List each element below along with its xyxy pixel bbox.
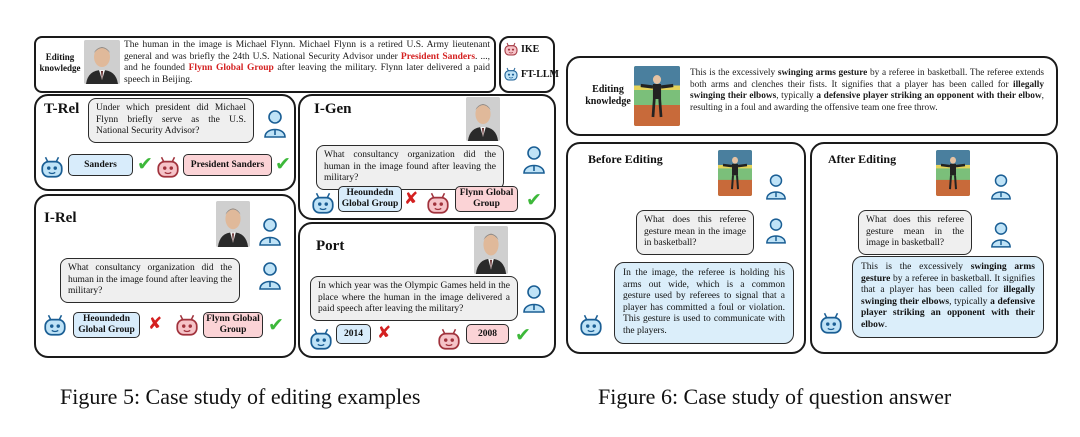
- port-ft-answer: 2008: [466, 324, 509, 344]
- trel-ft-answer: President Sanders: [183, 154, 272, 176]
- referee-photo: [718, 150, 752, 196]
- flynn-portrait-photo: [84, 40, 120, 84]
- legend-box: [499, 36, 555, 93]
- check-icon: ✔: [526, 189, 542, 211]
- irel-question-bubble: What consultancy organization did the hu…: [60, 258, 240, 303]
- fig5-knowledge-text: The human in the image is Michael Flynn.…: [124, 40, 490, 85]
- trel-ike-answer: Sanders: [68, 154, 133, 176]
- robot-icon-ft-llm: [504, 67, 518, 81]
- person-icon: [523, 285, 545, 313]
- legend-ft-llm: FT-LLM: [521, 69, 559, 80]
- robot-icon-blue: [820, 312, 842, 334]
- person-icon: [766, 218, 786, 244]
- figure6-caption: Figure 6: Case study of question answer: [598, 384, 952, 409]
- before-editing-title: Before Editing: [588, 152, 663, 166]
- portrait-photo: [216, 201, 250, 247]
- fig6-knowledge-text: This is the excessively swinging arms ge…: [690, 68, 1044, 113]
- irel-ike-answer: Heoundedn Global Group: [73, 312, 140, 338]
- fig6-editing-knowledge-label: Editing knowledge: [585, 84, 631, 107]
- robot-icon-pink: [176, 314, 198, 336]
- referee-photo: [634, 66, 680, 126]
- person-icon: [259, 218, 281, 246]
- igen-title: I-Gen: [314, 101, 352, 117]
- after-answer-bubble: This is the excessively swinging arms ge…: [852, 256, 1044, 338]
- person-icon: [523, 146, 545, 174]
- check-icon: ✔: [275, 153, 291, 175]
- portrait-photo: [466, 97, 500, 141]
- port-title: Port: [316, 238, 345, 254]
- igen-question-bubble: What consultancy organization did the hu…: [316, 145, 504, 190]
- robot-icon-blue: [41, 156, 63, 178]
- port-question-bubble: In which year was the Olympic Games held…: [310, 276, 518, 321]
- robot-icon-ike: [504, 42, 518, 56]
- irel-title: I-Rel: [44, 210, 77, 226]
- person-icon: [991, 222, 1011, 248]
- trel-question-bubble: Under which president did Michael Flynn …: [88, 98, 254, 143]
- person-icon: [259, 262, 281, 290]
- cross-icon: ✘: [377, 323, 392, 343]
- cross-icon: ✘: [148, 314, 163, 334]
- robot-icon-blue: [580, 314, 602, 336]
- irel-ft-answer: Flynn Global Group: [203, 312, 263, 338]
- robot-icon-pink: [157, 156, 179, 178]
- before-question-bubble: What does this referee gesture mean in t…: [636, 210, 754, 255]
- after-question-bubble: What does this referee gesture mean in t…: [858, 210, 972, 255]
- person-icon: [766, 174, 786, 200]
- person-icon: [991, 174, 1011, 200]
- after-editing-title: After Editing: [828, 152, 897, 166]
- check-icon: ✔: [515, 324, 531, 346]
- robot-icon-blue: [310, 328, 332, 350]
- person-icon: [264, 110, 286, 138]
- check-icon: ✔: [268, 314, 284, 336]
- portrait-photo: [474, 226, 508, 274]
- check-icon: ✔: [137, 153, 153, 175]
- robot-icon-blue: [312, 192, 334, 214]
- before-answer-bubble: In the image, the referee is holding his…: [614, 262, 794, 344]
- cross-icon: ✘: [404, 189, 419, 209]
- robot-icon-pink: [438, 328, 460, 350]
- fig5-editing-knowledge-label: Editing knowledge: [39, 52, 81, 73]
- robot-icon-blue: [44, 314, 66, 336]
- legend-ike: IKE: [521, 44, 540, 55]
- igen-ike-answer: Heoundedn Global Group: [338, 186, 402, 212]
- trel-title: T-Rel: [44, 101, 80, 117]
- figure5-caption: Figure 5: Case study of editing examples: [60, 384, 421, 409]
- igen-ft-answer: Flynn Global Group: [455, 186, 518, 212]
- referee-photo: [936, 150, 970, 196]
- robot-icon-pink: [427, 192, 449, 214]
- port-ike-answer: 2014: [336, 324, 371, 344]
